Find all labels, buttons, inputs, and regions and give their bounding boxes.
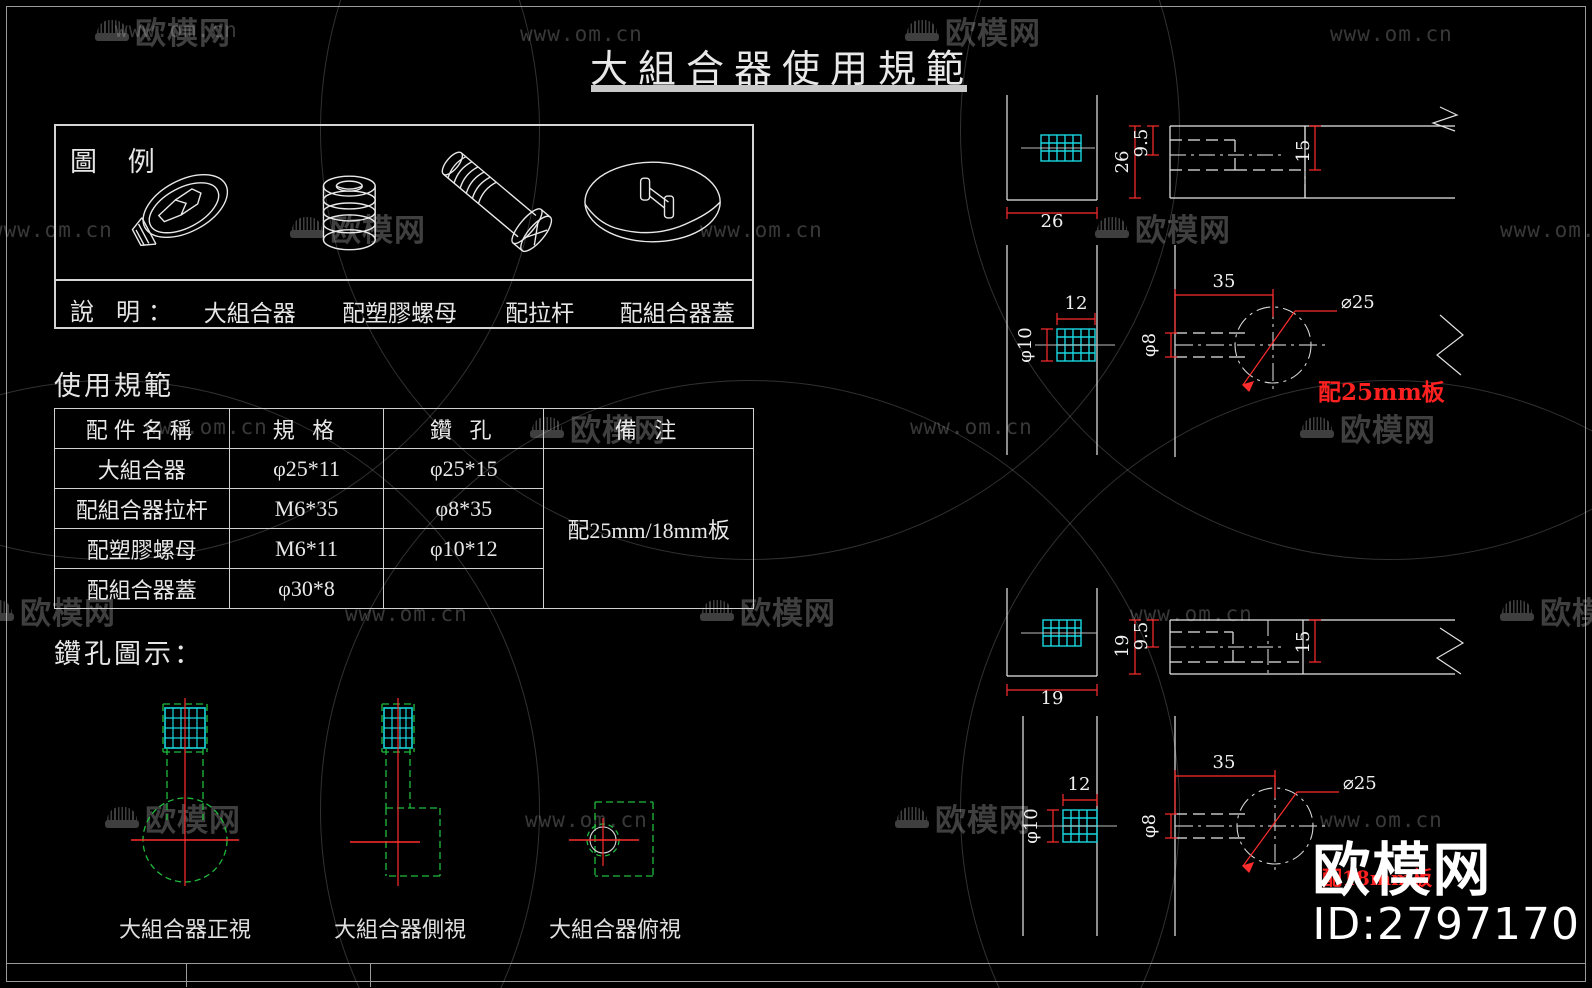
legend-label-0: 大組合器 — [203, 301, 296, 326]
connector-cam-icon — [131, 173, 229, 247]
drill-heading: 鑽孔圖示： — [54, 639, 204, 669]
title-block-cell-divider-2 — [370, 963, 371, 987]
dim-nut-hole-depth-12: 12 — [1065, 293, 1088, 314]
drill-front-view — [131, 698, 239, 886]
dim-board-width-19: 19 — [1041, 688, 1064, 708]
dim-center-distance-35: 35 — [1213, 271, 1236, 292]
cell-size-0: φ25*11 — [228, 448, 385, 489]
cell-hole-3 — [383, 568, 545, 609]
connector-cap-icon — [584, 161, 721, 243]
legend-label-1: 配塑膠螺母 — [342, 301, 458, 326]
drawing-frame — [6, 6, 1586, 982]
dim-center-distance-35-b: 35 — [1213, 752, 1236, 773]
dim-nut-hole-dia-phi10-b: φ10 — [1021, 808, 1042, 844]
dim-rod-hole-dia-phi8-b: φ8 — [1139, 814, 1160, 838]
brand-badge-id: ID:2797170 — [1312, 899, 1580, 951]
dim-depth-15-b: 15 — [1293, 631, 1314, 654]
tie-rod-screw-icon — [441, 151, 553, 253]
drill-top-view — [569, 801, 654, 877]
legend-header: 圖 例 — [70, 147, 167, 177]
cell-hole-0: φ25*15 — [383, 448, 545, 489]
dim-cam-hole-dia-25: ⌀25 — [1341, 292, 1375, 313]
cell-size-2: M6*11 — [228, 528, 385, 569]
drill-caption-2: 大組合器俯視 — [548, 917, 681, 942]
legend-box: 圖 例 — [54, 124, 754, 329]
legend-desc-label: 說 明： — [70, 300, 180, 326]
legend-label-3: 配組合器蓋 — [619, 301, 735, 326]
title-block-divider — [7, 963, 1585, 964]
dim-rod-hole-dia-phi8: φ8 — [1139, 333, 1160, 357]
brand-badge-name: 欧模网 — [1312, 836, 1493, 905]
cell-hole-2: φ10*12 — [383, 528, 545, 569]
plastic-nut-icon — [322, 175, 376, 251]
note-panel-18mm: 配18mm板 — [1322, 866, 1433, 890]
tech-drawing-panel25-edge: 26 26 9.5 15 — [1006, 95, 1459, 230]
brand-badge: 欧模网 ID:2797170 — [1312, 841, 1580, 952]
cell-size-3: φ30*8 — [228, 568, 385, 609]
tech-drawing-panel18-edge: 19 19 9.5 15 — [1006, 588, 1465, 708]
col-header-hole: 鑽 孔 — [383, 408, 545, 449]
dim-offset-9p5: 9.5 — [1131, 129, 1152, 158]
dim-board-thickness-26: 26 — [1112, 151, 1133, 174]
cell-size-1: M6*35 — [228, 488, 385, 529]
cell-name-3: 配組合器蓋 — [54, 568, 230, 609]
cell-name-2: 配塑膠螺母 — [54, 528, 230, 569]
dim-cam-hole-dia-25-b: ⌀25 — [1343, 773, 1377, 794]
cell-name-0: 大組合器 — [54, 448, 230, 489]
spec-table: 配件名稱 規 格 鑽 孔 備 注 大組合器 φ25*11 φ25*15 配25m… — [54, 408, 754, 609]
dim-board-thickness-19: 19 — [1112, 635, 1133, 658]
tech-drawing-panel25-face: 12 φ10 φ8 35 ⌀25 — [1006, 245, 1464, 457]
cell-name-1: 配組合器拉杆 — [54, 488, 230, 529]
drill-caption-0: 大組合器正視 — [118, 917, 251, 942]
page-title-underline — [591, 85, 967, 92]
dim-depth-15: 15 — [1293, 140, 1314, 163]
legend-label-2: 配拉杆 — [505, 301, 575, 326]
col-header-note: 備 注 — [543, 408, 754, 449]
tech-drawing-panel18-face: 12 φ10 φ8 35 ⌀25 — [1021, 716, 1377, 936]
table-header-row: 配件名稱 規 格 鑽 孔 備 注 — [54, 408, 754, 449]
table-row: 大組合器 φ25*11 φ25*15 配25mm/18mm板 — [54, 448, 754, 609]
note-panel-25mm: 配25mm板 — [1318, 379, 1445, 406]
page-title: 大組合器使用規範 — [590, 47, 975, 91]
dim-nut-hole-depth-12-b: 12 — [1068, 774, 1091, 795]
legend-illustrations — [131, 151, 721, 253]
col-header-size: 規 格 — [228, 408, 385, 449]
table-row: 配組合器蓋 φ30*8 — [54, 568, 754, 609]
cell-note: 配25mm/18mm板 — [543, 448, 754, 609]
col-header-name: 配件名稱 — [54, 408, 230, 449]
title-block-cell-divider-1 — [186, 963, 187, 987]
drill-caption-1: 大組合器側視 — [333, 917, 466, 942]
dim-nut-hole-dia-phi10: φ10 — [1015, 327, 1036, 363]
drill-side-view — [350, 698, 441, 886]
cell-hole-1: φ8*35 — [383, 488, 545, 529]
legend-labels: 大組合器 配塑膠螺母 配拉杆 配組合器蓋 — [176, 294, 751, 328]
spec-heading: 使用規範 — [54, 371, 174, 401]
dim-offset-9p5-b: 9.5 — [1131, 622, 1152, 651]
legend-divider — [56, 279, 752, 281]
dim-board-width-26: 26 — [1041, 211, 1064, 230]
